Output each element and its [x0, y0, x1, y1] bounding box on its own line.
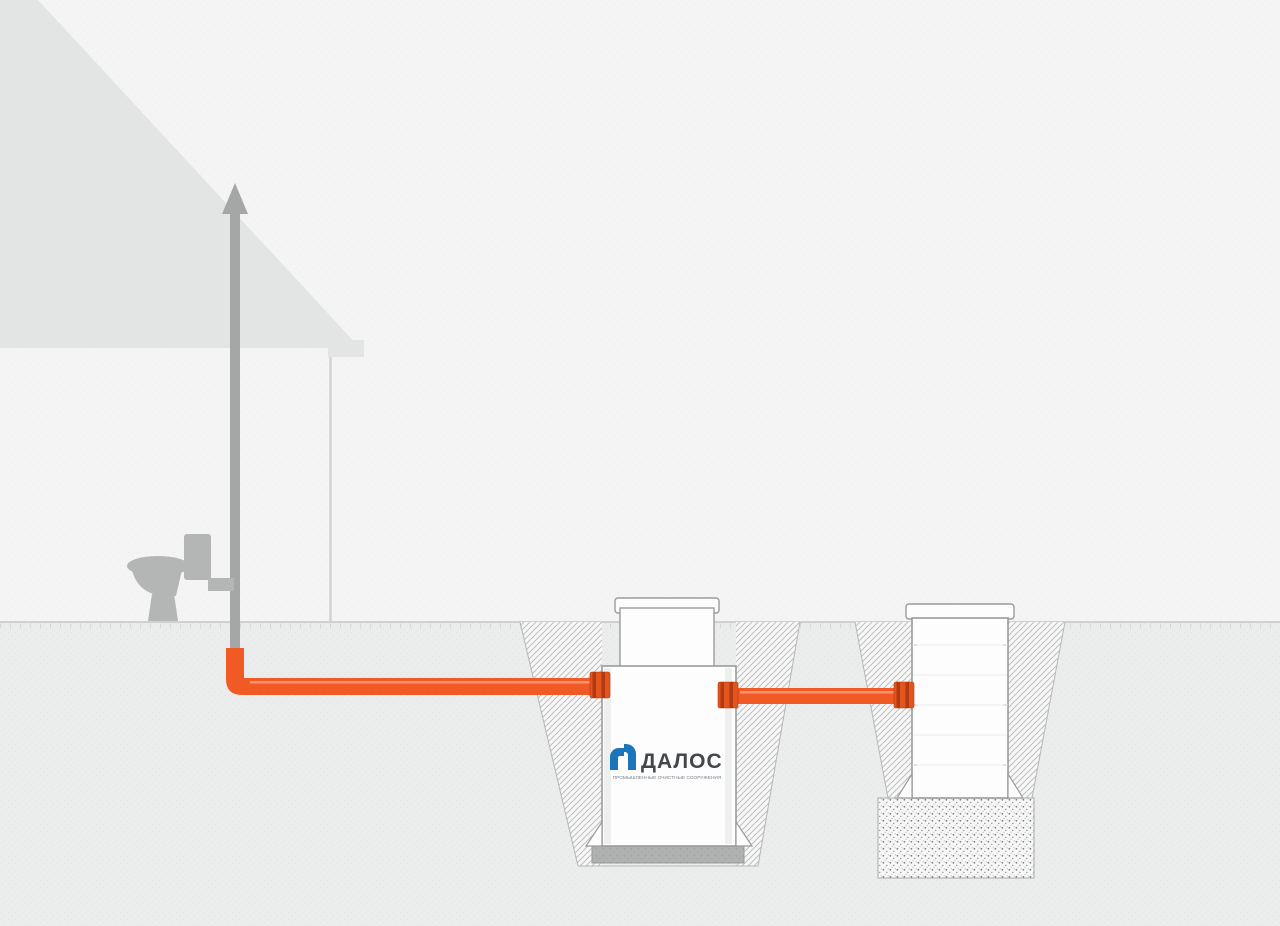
pit-hatch-right: [736, 622, 800, 866]
septic-body: [601, 665, 737, 847]
septic-neck: [619, 607, 715, 669]
excavation-pit-well: [854, 621, 1066, 879]
toilet-icon: [127, 534, 234, 621]
pit2-wall-left: [854, 621, 889, 799]
pipe1-highlight: [250, 681, 594, 684]
pit2-hatch-left: [855, 622, 912, 798]
pit-wall-right: [757, 621, 801, 867]
toilet-outlet: [208, 578, 234, 591]
sewer-elbow-and-pipe-1: [226, 648, 600, 695]
well-body: [911, 617, 1009, 799]
eave-step: [328, 340, 364, 357]
septic-shade-left: [604, 668, 611, 844]
pipe-coupling-inlet-well: [893, 681, 915, 709]
septic-shade-right: [725, 668, 732, 844]
vent-pipe: [230, 208, 240, 668]
pit2-hatch-right: [1008, 622, 1065, 798]
brand-name-label: ДАЛОС: [641, 750, 723, 773]
septic-foot-left: [584, 820, 603, 847]
pipe-coupling-outlet-septic: [717, 681, 739, 709]
gravel-base-stipple: [878, 798, 1034, 878]
logo-hook-right: [624, 744, 636, 770]
pit2-wall-right: [1031, 621, 1066, 799]
septic-tank: ДАЛОС ПРОМЫШЛЕННЫЕ ОЧИСТНЫЕ СООРУЖЕНИЯ: [584, 597, 754, 847]
pit-wall-left: [519, 621, 579, 867]
drainage-well: [895, 603, 1025, 799]
toilet-cistern: [184, 534, 211, 580]
toilet-pedestal: [148, 594, 178, 621]
pipe-coupling-inlet-septic: [589, 671, 611, 699]
dalos-logo-icon: [610, 744, 636, 770]
pipe2-highlight: [740, 691, 894, 694]
well-corrugation: [913, 644, 1007, 766]
roof-plane: [0, 0, 360, 348]
well-foot-right: [1007, 771, 1025, 799]
brand-tagline-label: ПРОМЫШЛЕННЫЕ ОЧИСТНЫЕ СООРУЖЕНИЯ: [613, 775, 722, 781]
sewer-line: [226, 648, 915, 709]
logo-hook-left: [610, 748, 624, 770]
toilet-bowl: [132, 570, 182, 596]
septic-foot-right: [735, 820, 754, 847]
well-foot-left: [895, 771, 913, 799]
house-silhouette: [0, 0, 364, 621]
concrete-slab-texture: [592, 846, 744, 863]
sewer-pipe-2: [736, 688, 898, 704]
well-lid: [905, 603, 1015, 620]
vent-stack: [222, 183, 248, 668]
vent-arrow-icon: [222, 183, 248, 214]
